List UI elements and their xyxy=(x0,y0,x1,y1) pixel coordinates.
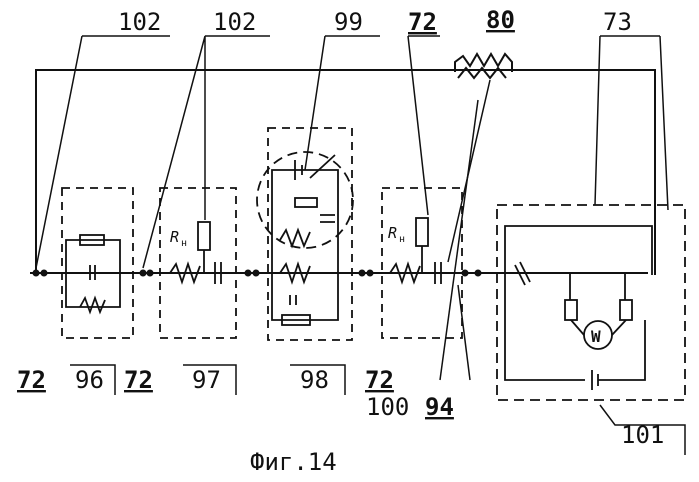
label-102-b: 102 xyxy=(213,8,256,36)
block-101: W xyxy=(497,205,685,400)
label-98: 98 xyxy=(300,366,329,394)
label-73: 73 xyxy=(603,8,632,36)
label-97: 97 xyxy=(192,366,221,394)
rn-label-2: R xyxy=(388,224,397,242)
label-94: 94 xyxy=(425,393,454,421)
figure-caption: Фиг.14 xyxy=(250,448,337,476)
label-99: 99 xyxy=(334,8,363,36)
rn-sub-1: н xyxy=(181,238,187,249)
label-72-b: 72 xyxy=(124,366,153,394)
rn-label-1: R xyxy=(170,228,179,246)
meter-symbol: W xyxy=(591,327,601,346)
top-bus-wire xyxy=(36,70,655,275)
label-80: 80 xyxy=(486,6,515,34)
label-72-a: 72 xyxy=(17,366,46,394)
block-96 xyxy=(62,188,133,338)
block-98 xyxy=(257,128,353,340)
block-97 xyxy=(160,188,236,338)
label-72-top: 72 xyxy=(408,8,437,36)
label-100: 100 xyxy=(366,393,409,421)
label-96: 96 xyxy=(75,366,104,394)
label-72-c: 72 xyxy=(365,366,394,394)
label-102-a: 102 xyxy=(118,8,161,36)
rn-sub-2: н xyxy=(399,234,405,245)
block-100 xyxy=(382,188,462,338)
